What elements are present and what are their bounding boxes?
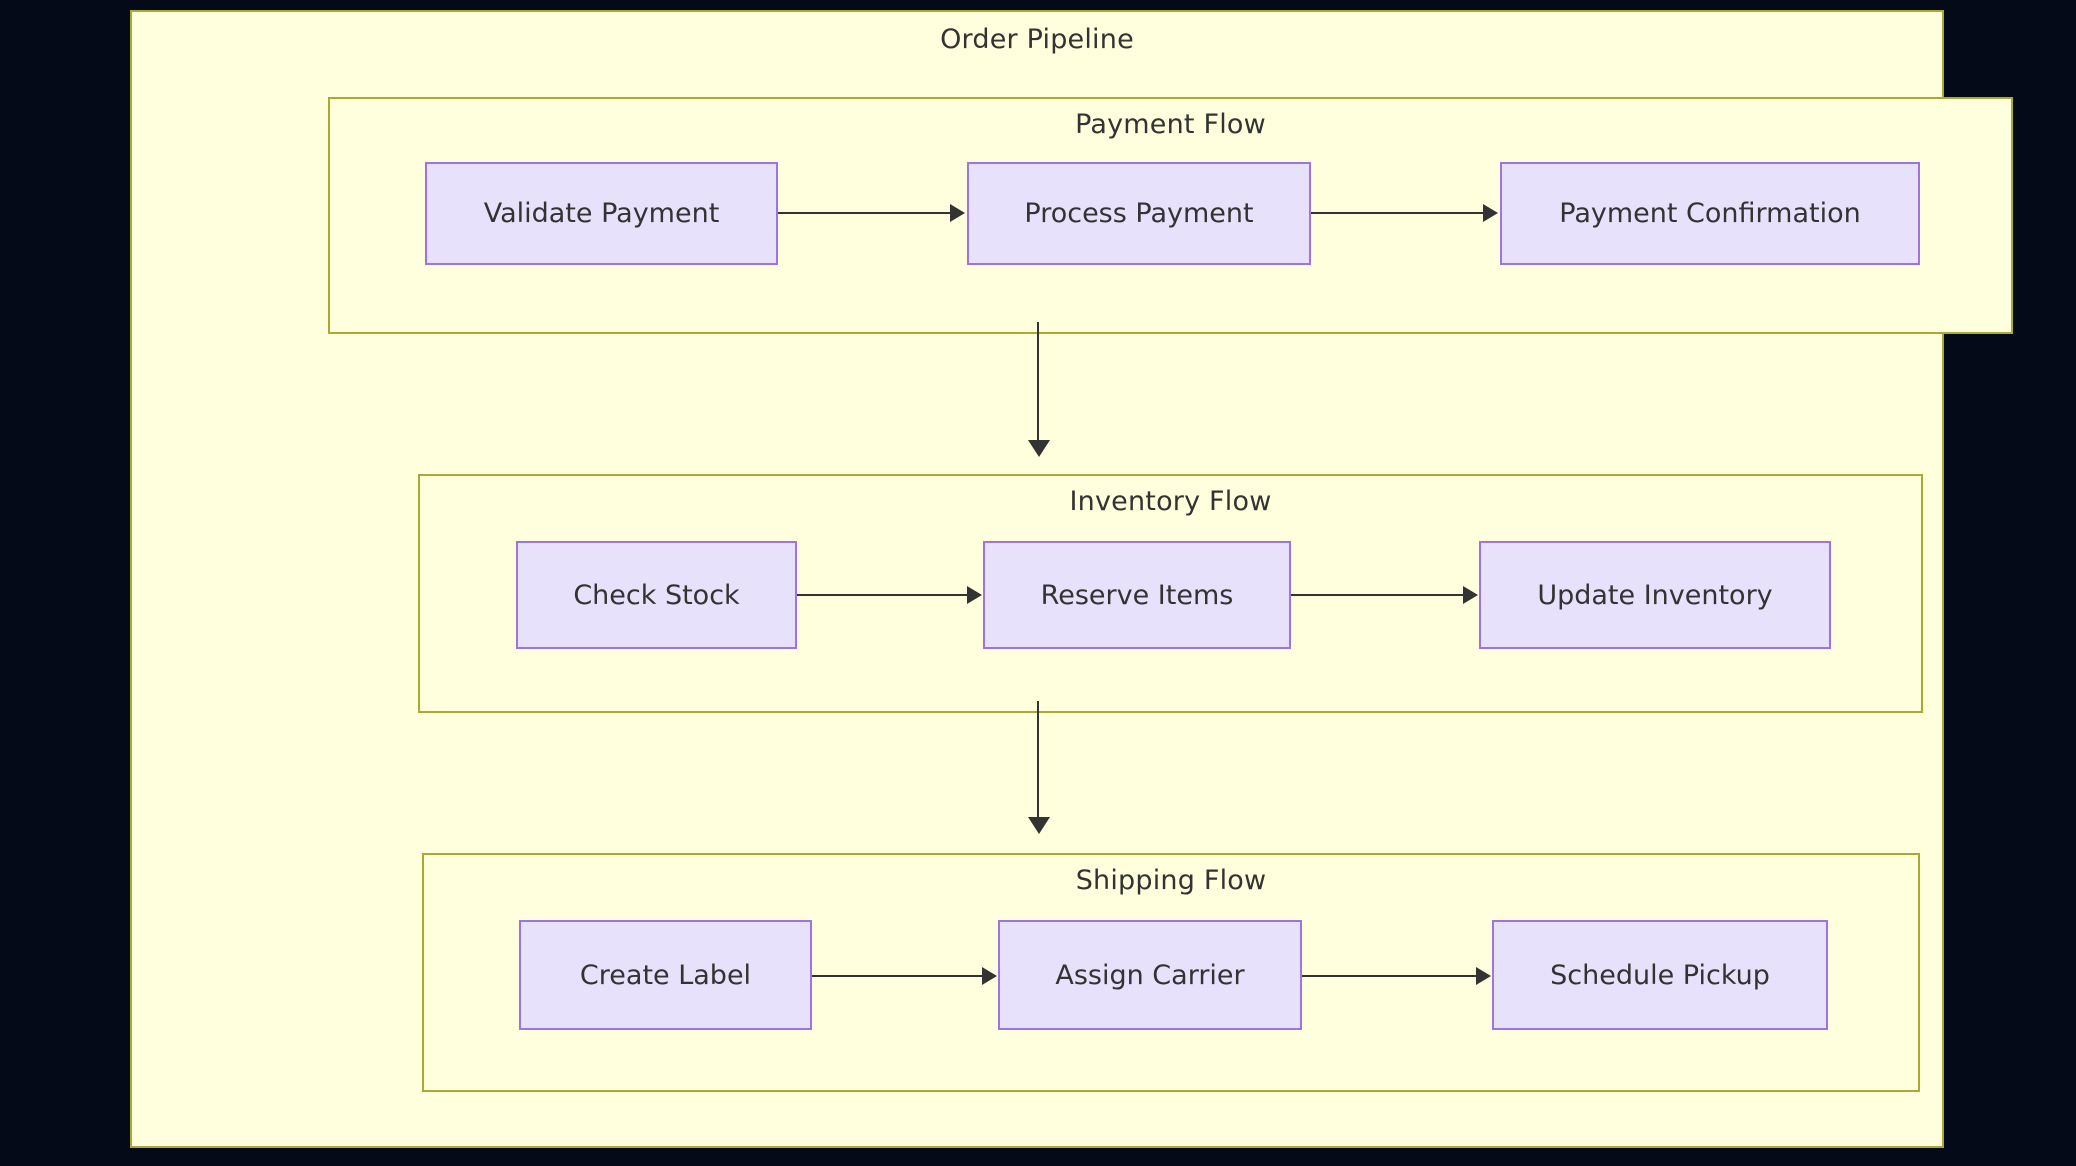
- node-assign-carrier-label: Assign Carrier: [1055, 959, 1245, 991]
- node-payment-confirmation-label: Payment Confirmation: [1559, 198, 1861, 229]
- arrow-right-icon: [967, 586, 982, 604]
- cluster-inventory-flow: Inventory Flow Check Stock Reserve Items…: [418, 474, 1923, 713]
- node-schedule-pickup-label: Schedule Pickup: [1550, 959, 1770, 991]
- edge-validate-payment-to-process-payment: [778, 212, 952, 214]
- node-process-payment[interactable]: Process Payment: [967, 162, 1311, 265]
- arrow-right-icon: [1483, 204, 1498, 222]
- node-assign-carrier[interactable]: Assign Carrier: [998, 920, 1302, 1030]
- node-reserve-items-label: Reserve Items: [1040, 579, 1234, 611]
- arrow-right-icon: [1476, 967, 1491, 985]
- edge-inventory-flow-to-shipping-flow: [1037, 701, 1039, 823]
- node-reserve-items[interactable]: Reserve Items: [983, 541, 1291, 649]
- edge-create-label-to-assign-carrier: [812, 975, 984, 977]
- cluster-shipping-flow: Shipping Flow Create Label Assign Carrie…: [422, 853, 1920, 1092]
- diagram-title: Order Pipeline: [940, 24, 1134, 55]
- arrow-right-icon: [982, 967, 997, 985]
- arrow-right-icon: [950, 204, 965, 222]
- node-create-label[interactable]: Create Label: [519, 920, 812, 1030]
- cluster-payment-flow: Payment Flow Validate Payment Process Pa…: [328, 97, 2013, 334]
- node-update-inventory[interactable]: Update Inventory: [1479, 541, 1831, 649]
- edge-reserve-items-to-update-inventory: [1291, 594, 1465, 596]
- node-process-payment-label: Process Payment: [1024, 198, 1254, 229]
- node-update-inventory-label: Update Inventory: [1537, 579, 1773, 611]
- node-validate-payment-label: Validate Payment: [483, 198, 720, 229]
- edge-process-payment-to-payment-confirmation: [1311, 212, 1485, 214]
- node-check-stock[interactable]: Check Stock: [516, 541, 797, 649]
- edge-check-stock-to-reserve-items: [797, 594, 969, 596]
- cluster-shipping-flow-label: Shipping Flow: [1075, 865, 1267, 896]
- arrow-down-icon: [1028, 440, 1050, 457]
- cluster-inventory-flow-label: Inventory Flow: [1069, 486, 1272, 517]
- cluster-payment-flow-label: Payment Flow: [1075, 109, 1266, 140]
- node-check-stock-label: Check Stock: [573, 579, 740, 611]
- edge-assign-carrier-to-schedule-pickup: [1302, 975, 1478, 977]
- arrow-right-icon: [1463, 586, 1478, 604]
- node-schedule-pickup[interactable]: Schedule Pickup: [1492, 920, 1828, 1030]
- node-payment-confirmation[interactable]: Payment Confirmation: [1500, 162, 1920, 265]
- node-create-label-label: Create Label: [579, 959, 752, 991]
- node-validate-payment[interactable]: Validate Payment: [425, 162, 778, 265]
- arrow-down-icon: [1028, 817, 1050, 834]
- edge-payment-flow-to-inventory-flow: [1037, 322, 1039, 446]
- cluster-order-pipeline: Order Pipeline Payment Flow Validate Pay…: [130, 10, 2013, 1148]
